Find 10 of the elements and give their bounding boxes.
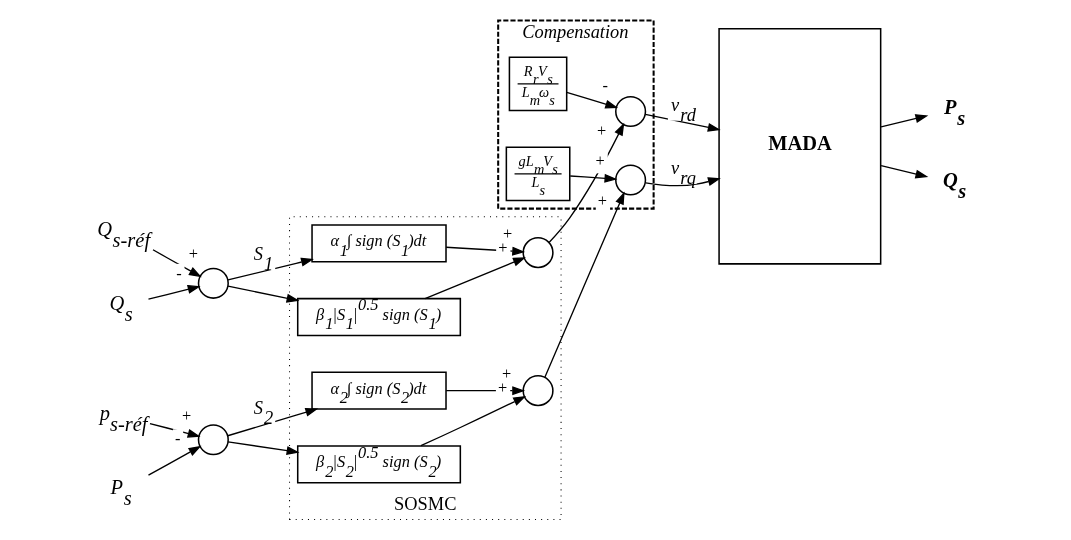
edge-label: + — [597, 190, 608, 210]
edge-label: + — [498, 238, 508, 258]
edge-label: - — [602, 76, 609, 96]
edge-label: + — [497, 378, 508, 398]
edge-label: + — [595, 150, 605, 170]
edge-label: - — [176, 263, 182, 283]
edge-label: + — [596, 120, 607, 140]
edge-label: + — [182, 405, 192, 425]
edge-label: + — [188, 243, 199, 263]
edge-label: - — [174, 429, 181, 449]
